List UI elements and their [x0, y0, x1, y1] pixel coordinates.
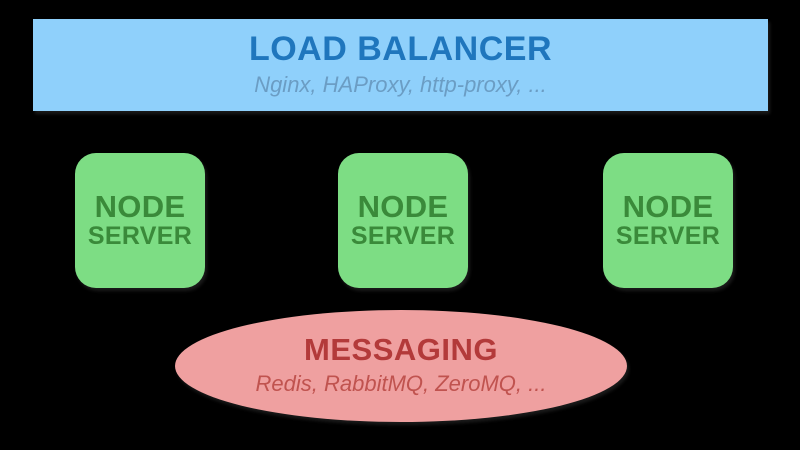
node-server-box-3: NODE SERVER	[603, 153, 733, 288]
node-server-box-2: NODE SERVER	[338, 153, 468, 288]
messaging-subtitle: Redis, RabbitMQ, ZeroMQ, ...	[255, 371, 547, 397]
node-server-label-primary: NODE	[622, 188, 714, 224]
node-server-label-secondary: SERVER	[615, 221, 721, 250]
node-server-box-1: NODE SERVER	[75, 153, 205, 288]
load-balancer-block: LOAD BALANCER Nginx, HAProxy, http-proxy…	[33, 19, 768, 111]
load-balancer-title: LOAD BALANCER	[248, 29, 553, 68]
node-server-label-primary: NODE	[357, 188, 449, 224]
node-server-label-secondary: SERVER	[87, 221, 193, 250]
node-server-label-primary: NODE	[94, 188, 186, 224]
load-balancer-subtitle: Nginx, HAProxy, http-proxy, ...	[254, 71, 547, 97]
messaging-title: MESSAGING	[304, 332, 498, 368]
node-server-label-secondary: SERVER	[350, 221, 456, 250]
messaging-block: MESSAGING Redis, RabbitMQ, ZeroMQ, ...	[175, 310, 627, 422]
